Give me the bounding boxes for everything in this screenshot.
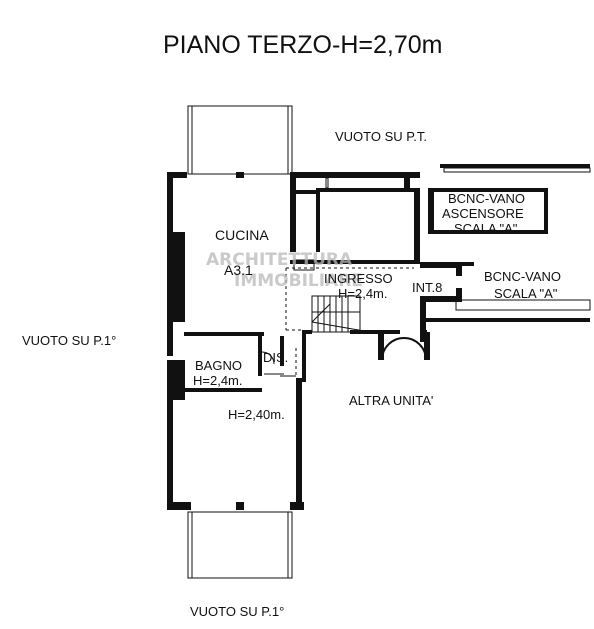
label-int: INT.8 [412,280,442,295]
plan-title: PIANO TERZO-H=2,70m [163,31,442,59]
label-bagno-h: H=2,4m. [193,373,243,388]
label-vuoto-pt: VUOTO SU P.T. [335,129,427,144]
label-vuoto-p1-bottom: VUOTO SU P.1° [190,604,284,619]
upper-balcony [187,105,293,175]
entrance-walls [302,262,591,382]
label-vuoto-p1-left: VUOTO SU P.1° [22,333,116,348]
door-arcs [261,330,430,377]
elevator-box [428,188,548,234]
watermark-line2: IMMOBILIARE [234,271,363,291]
label-h-240: H=2,40m. [228,407,285,422]
label-ingresso: INGRESSO [324,271,393,286]
kitchen-entrance-wall [290,172,420,271]
adjacent-walls [440,164,591,173]
lower-balcony [187,511,293,579]
label-bcnc-ascensore-1: BCNC-VANO [448,191,525,206]
label-bcnc-scala-2: SCALA "A" [494,286,558,301]
label-cucina: CUCINA [215,227,269,243]
staircase [311,295,371,333]
label-altra-unita: ALTRA UNITA' [349,393,433,408]
label-bcnc-ascensore-2: ASCENSORE [442,206,524,221]
label-dis: DIS. [263,350,288,365]
dashed-lines [285,267,414,378]
label-bcnc-scala-1: BCNC-VANO [484,269,561,284]
label-ingresso-h: H=2,4m. [338,286,388,301]
label-bcnc-ascensore-3: SCALA "A" [454,221,518,236]
watermark-line1: ARCHITETTURA [206,250,353,270]
label-bagno: BAGNO [195,358,242,373]
apartment-walls [167,172,420,510]
label-unit-code: A3.1 [224,262,253,278]
